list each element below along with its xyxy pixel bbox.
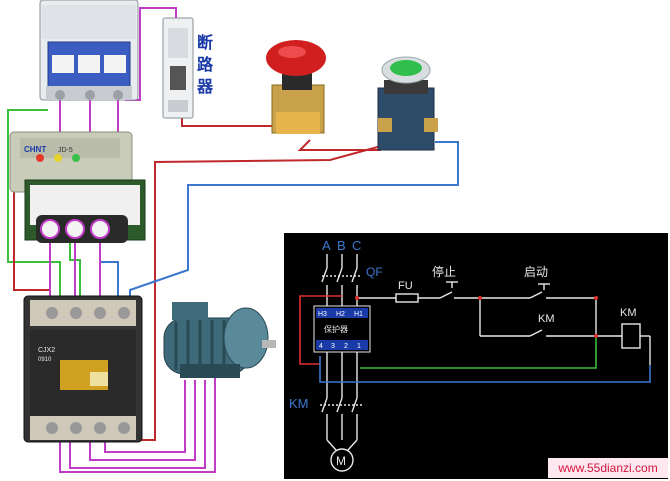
watermark: www.55dianzi.com — [548, 458, 668, 478]
protector-h2: H2 — [336, 311, 345, 318]
stop-label: 停止 — [432, 264, 456, 279]
motor-protector-photo — [9, 131, 146, 243]
single-pole-breaker — [162, 17, 194, 119]
phase-label-a: A — [322, 238, 331, 253]
protector-name: 保护器 — [324, 324, 348, 334]
stop-button-photo — [266, 40, 326, 134]
km-coil-label: KM — [620, 307, 637, 319]
qf-label: QF — [366, 265, 383, 279]
contactor-model: CJX2 — [38, 347, 55, 354]
protector-model: JD-5 — [58, 147, 73, 154]
schematic-panel: A B C — [284, 233, 668, 479]
phase-label-b: B — [337, 238, 346, 253]
protector-h1: H1 — [354, 311, 363, 318]
protector-t1: 1 — [357, 343, 361, 350]
start-button-photo — [377, 56, 438, 151]
contactor-sub: 0910 — [38, 357, 52, 363]
breaker-label-1: 断 — [197, 33, 213, 52]
protector-t3: 3 — [331, 343, 335, 350]
protector-t4: 4 — [319, 343, 323, 350]
protector-t2: 2 — [344, 343, 348, 350]
breaker-label-2: 路 — [197, 55, 214, 74]
motor-label: M — [336, 454, 346, 468]
phase-label-c: C — [352, 238, 361, 253]
start-label: 启动 — [524, 265, 548, 279]
km-contact-label: KM — [538, 313, 555, 325]
km-main-label: KM — [289, 396, 309, 411]
motor-photo — [163, 302, 276, 378]
protector-h3: H3 — [318, 311, 327, 318]
three-pole-breaker — [39, 0, 139, 101]
motor-symbol — [330, 448, 354, 472]
contactor-photo — [23, 295, 143, 443]
fu-label: FU — [398, 280, 413, 292]
protector-brand: CHNT — [24, 145, 46, 154]
protector-symbol — [313, 305, 371, 353]
breaker-label-3: 器 — [196, 77, 214, 96]
